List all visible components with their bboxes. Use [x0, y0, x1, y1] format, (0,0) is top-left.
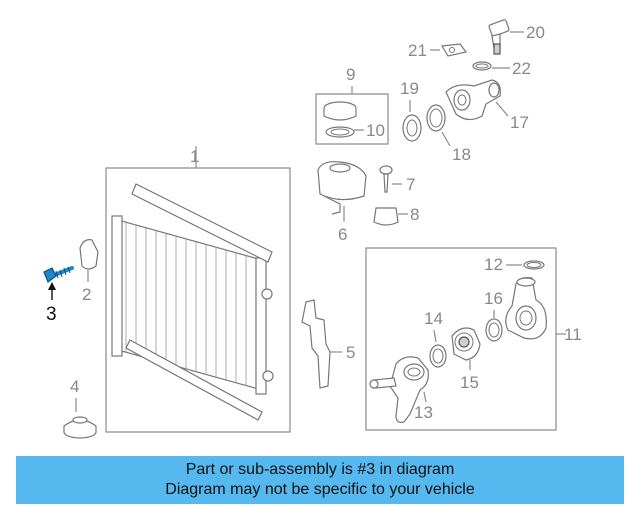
- part-5-bracket[interactable]: [301, 299, 331, 389]
- radiator-group-frame: [105, 167, 291, 433]
- callout-7[interactable]: 7: [406, 175, 415, 194]
- callout-21[interactable]: 21: [408, 41, 427, 60]
- callout-9[interactable]: 9: [346, 65, 355, 84]
- part-4-mount[interactable]: [63, 416, 97, 439]
- callout-20[interactable]: 20: [526, 23, 545, 42]
- part-16-seal[interactable]: [485, 318, 503, 342]
- part-7-screw[interactable]: [379, 165, 393, 193]
- part-21-gasket[interactable]: [441, 43, 468, 57]
- callout-17[interactable]: 17: [510, 113, 529, 132]
- radiator[interactable]: [111, 215, 274, 395]
- callout-15[interactable]: 15: [460, 373, 479, 392]
- callout-3[interactable]: 3: [46, 304, 57, 325]
- callout-8[interactable]: 8: [410, 205, 419, 224]
- part-20-sensor[interactable]: [488, 19, 510, 55]
- cap-group-frame: [315, 93, 389, 145]
- callout-14[interactable]: 14: [424, 309, 443, 328]
- part-8-clip[interactable]: [373, 207, 399, 226]
- callout-10[interactable]: 10: [366, 121, 385, 140]
- pump-group-frame: [365, 247, 557, 431]
- callout-6[interactable]: 6: [338, 225, 347, 244]
- callout-12[interactable]: 12: [484, 255, 503, 274]
- part-3-bolt[interactable]: [43, 266, 74, 283]
- part-18-seal[interactable]: [426, 104, 446, 132]
- part-17-coolant-flange[interactable]: [445, 79, 501, 121]
- callout-4[interactable]: 4: [70, 377, 79, 396]
- callout-18[interactable]: 18: [452, 145, 471, 164]
- part-2-bracket[interactable]: [79, 239, 99, 270]
- radiator-top-strip: [131, 183, 273, 263]
- callout-11[interactable]: 11: [564, 325, 582, 344]
- part-15-water-pump[interactable]: [451, 327, 481, 361]
- part-19-flange[interactable]: [402, 114, 422, 142]
- part-13-pump-housing[interactable]: [369, 356, 429, 423]
- banner-line-2: Diagram may not be specific to your vehi…: [165, 481, 475, 498]
- callout-22[interactable]: 22: [512, 59, 531, 78]
- info-banner: Part or sub-assembly is #3 in diagram Di…: [16, 456, 624, 504]
- radiator-bottom-strip: [125, 339, 263, 421]
- part-22-o-ring[interactable]: [472, 61, 492, 71]
- part-6-reservoir[interactable]: [317, 161, 367, 215]
- part-9-cap[interactable]: [323, 101, 357, 121]
- part-14-o-ring[interactable]: [429, 344, 447, 368]
- banner-line-1: Part or sub-assembly is #3 in diagram: [185, 461, 455, 478]
- part-10-seal[interactable]: [325, 126, 355, 138]
- part-11-thermostat-housing[interactable]: [505, 277, 547, 340]
- callout-5[interactable]: 5: [346, 343, 355, 362]
- callout-13[interactable]: 13: [414, 403, 433, 422]
- callout-16[interactable]: 16: [484, 289, 503, 308]
- callout-2[interactable]: 2: [82, 285, 91, 304]
- callout-1[interactable]: 1: [190, 147, 199, 166]
- part-12-o-ring[interactable]: [523, 260, 545, 270]
- callout-19[interactable]: 19: [400, 79, 419, 98]
